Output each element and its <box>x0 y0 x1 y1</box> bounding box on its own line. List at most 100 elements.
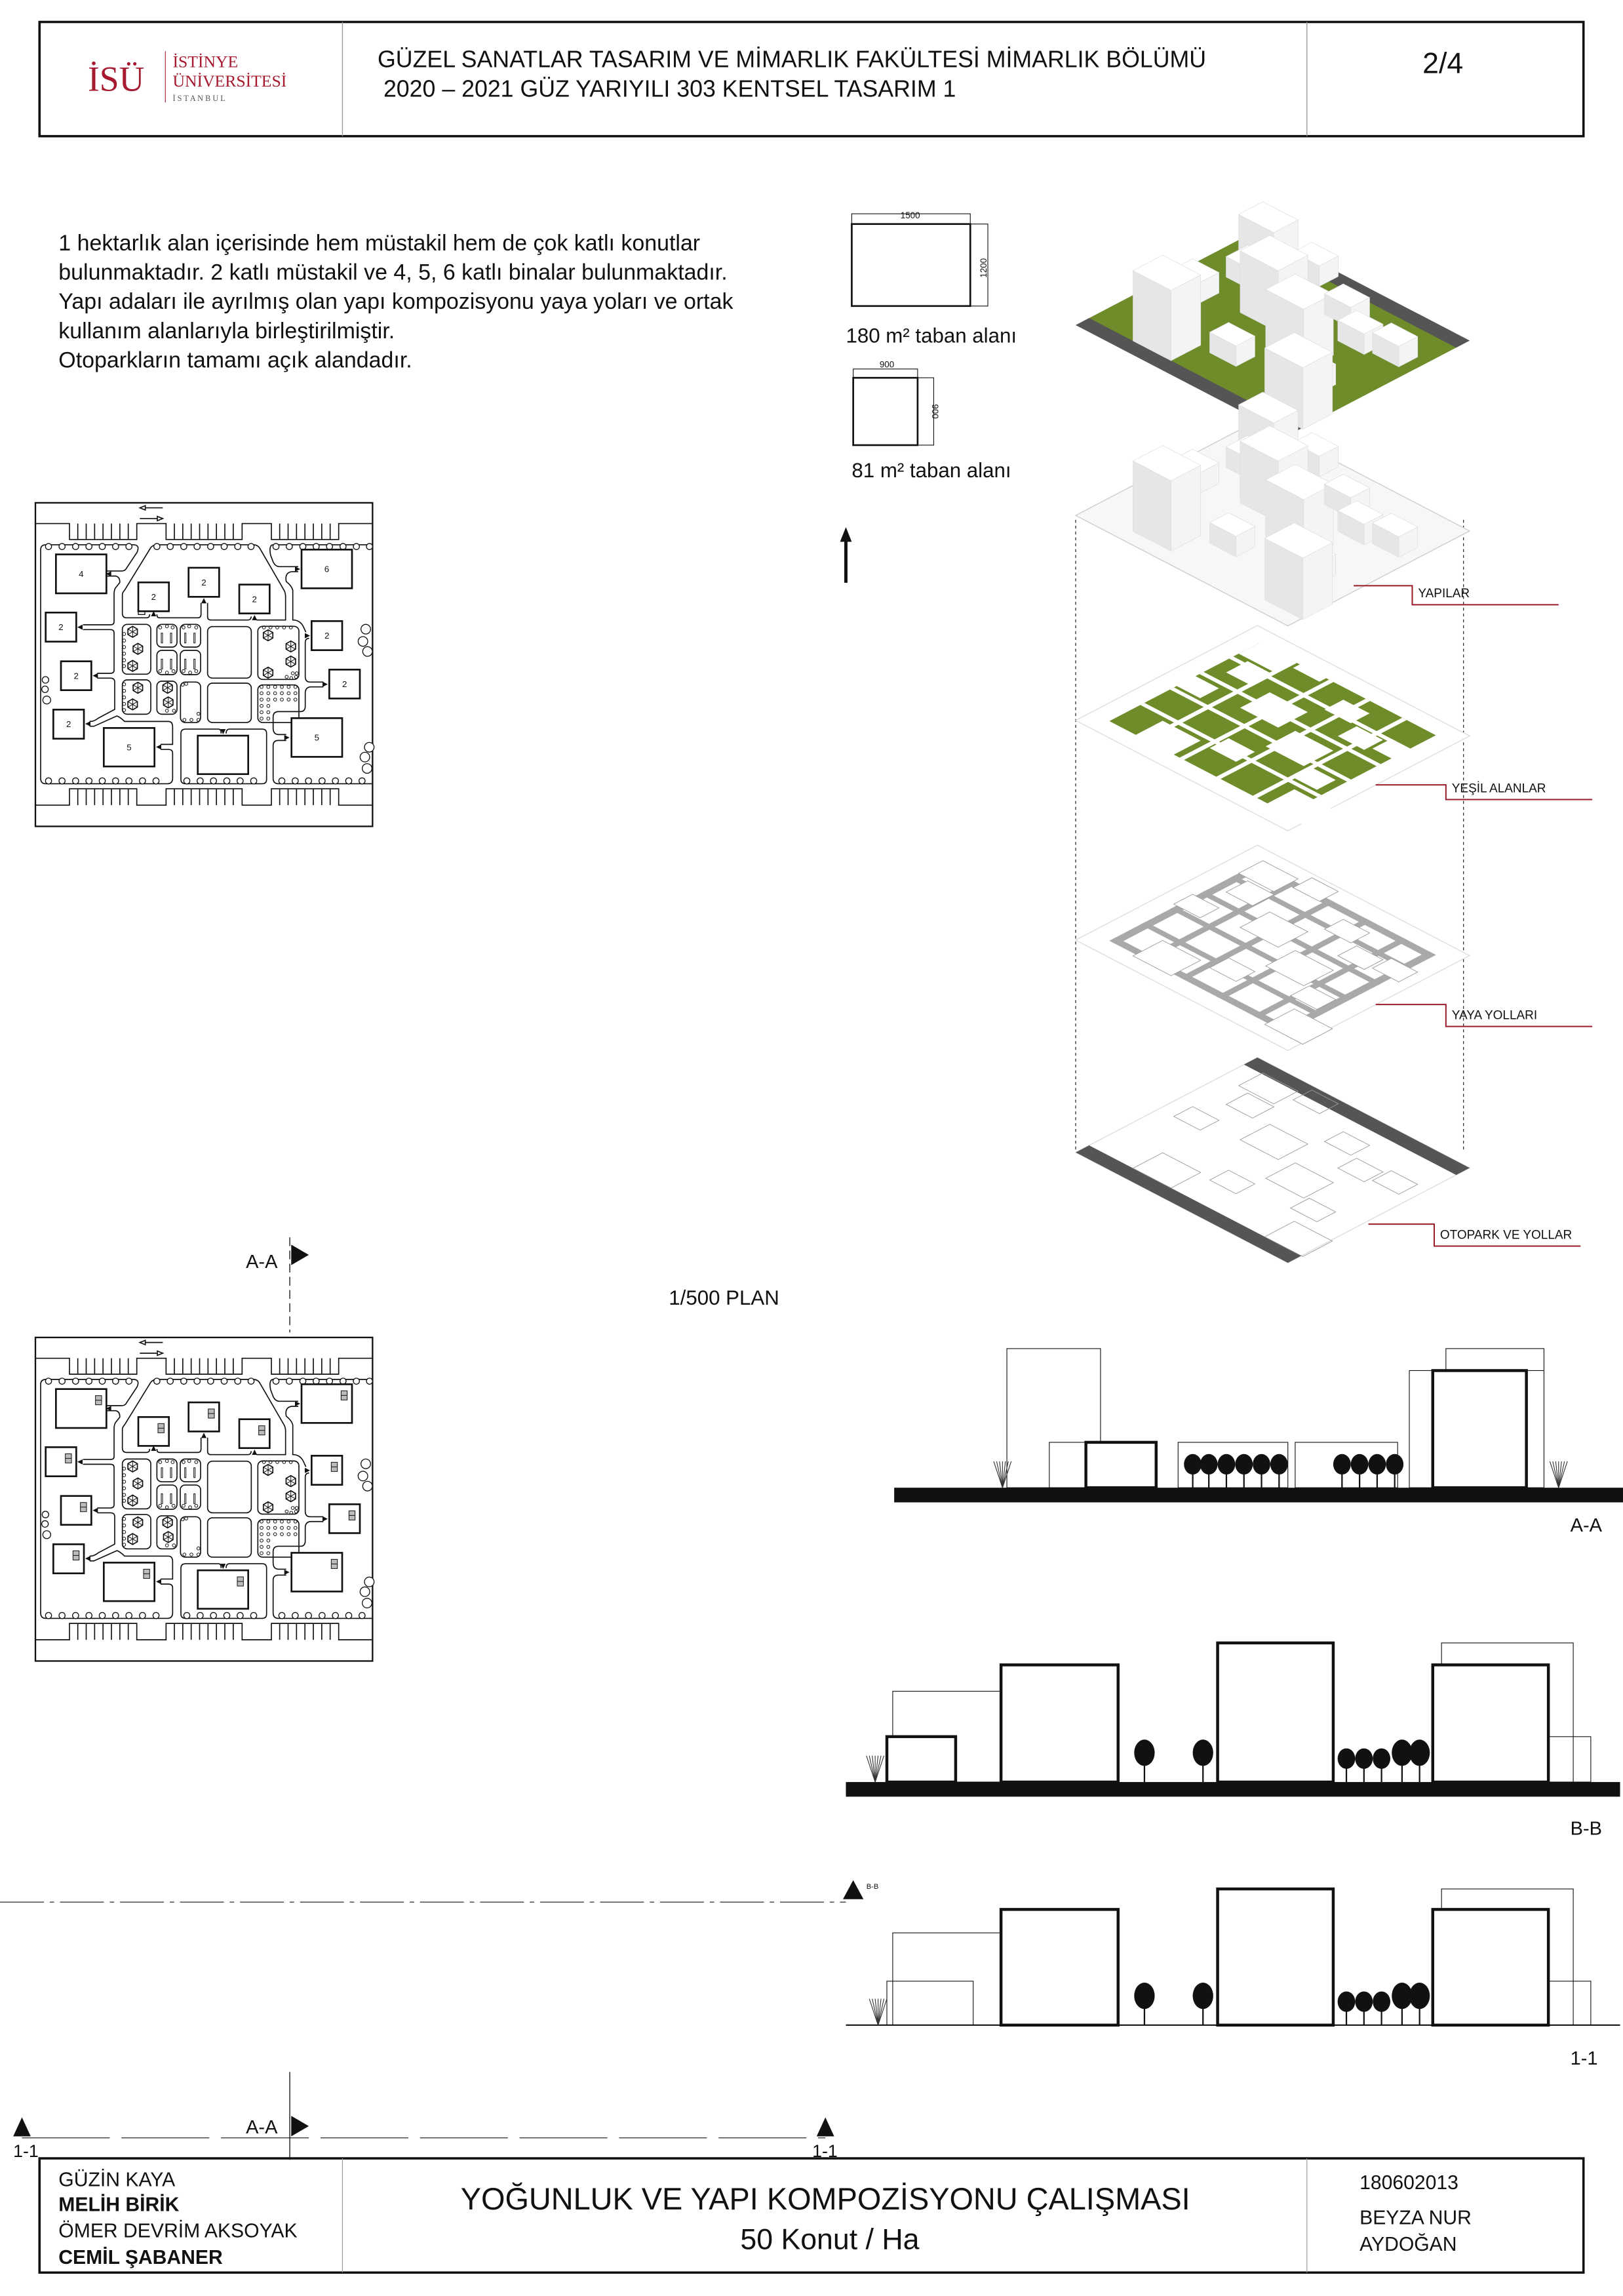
umbrella-table-icon <box>163 1534 174 1541</box>
plaza-tree-icon <box>273 1532 277 1536</box>
plaza-tree-icon <box>273 1519 277 1524</box>
shrub-icon <box>122 639 127 643</box>
instructor-name: GÜZİN KAYA <box>58 2169 176 2190</box>
umbrella-table-icon <box>127 629 138 635</box>
shrub-icon <box>189 718 193 722</box>
tree-icon <box>98 1612 106 1619</box>
pedestrian-path <box>1179 899 1335 981</box>
shrub-icon <box>172 1543 176 1547</box>
building-outline <box>1239 1124 1309 1160</box>
courtyard-block <box>206 1517 252 1558</box>
entrance-arrow-icon <box>305 1467 311 1473</box>
shrub-icon <box>165 1543 169 1547</box>
shrub-icon <box>122 688 127 693</box>
title-block-footer: GÜZİN KAYA MELİH BİRİK ÖMER DEVRİM AKSOY… <box>38 2157 1585 2274</box>
courtyard-block <box>156 650 178 675</box>
plaza-tree-icon <box>286 691 291 696</box>
tree-icon <box>1002 1461 1012 1488</box>
building-outline <box>1371 958 1418 983</box>
path-cutout <box>1253 717 1407 799</box>
pedestrian-path-outline <box>121 544 286 621</box>
building-outline <box>1132 940 1202 976</box>
tree-icon <box>223 777 231 785</box>
shrub-icon <box>158 1503 163 1508</box>
courtyard-block <box>156 623 178 648</box>
tree-icon <box>85 1612 93 1619</box>
building-section <box>1084 1440 1158 1490</box>
umbrella-table-icon <box>127 663 138 669</box>
plaza-tree-icon <box>293 684 298 689</box>
tree-icon <box>305 777 313 785</box>
building-mass <box>1264 332 1333 368</box>
section-title: 1-1 <box>1571 2048 1598 2069</box>
footprint-180: 1500 1200 180 m² taban alanı <box>846 210 1017 347</box>
shrub-icon <box>122 1467 127 1471</box>
tree-icon <box>58 1377 66 1385</box>
entrance-arrow-icon <box>295 1401 301 1407</box>
instructor-name: CEMİL ŞABANER <box>58 2247 223 2268</box>
entrance-arrow-icon <box>92 673 98 679</box>
tree-icon <box>319 777 326 785</box>
plaza-tree-icon <box>286 1526 291 1530</box>
tree-icon <box>878 1998 888 2025</box>
building-outline <box>1337 945 1384 970</box>
footprint-81: 900 900 81 m² taban alanı <box>851 360 1011 483</box>
building-section <box>1431 1663 1550 1784</box>
logo-name-1: İSTİNYE <box>172 52 238 71</box>
courtyard-block <box>156 681 178 715</box>
shrub-icon <box>194 1460 199 1464</box>
shrub-icon <box>275 625 279 629</box>
parking-strip <box>1075 1145 1302 1263</box>
instructor-name: ÖMER DEVRİM AKSOYAK <box>58 2221 297 2242</box>
shrub-icon <box>290 1506 295 1510</box>
entrance-arrow-icon <box>323 681 328 687</box>
entrance-arrow-icon <box>284 735 290 741</box>
tree-icon <box>357 1471 368 1482</box>
tree-icon <box>139 1612 146 1619</box>
entrance-arrow-icon <box>77 624 83 630</box>
logo-mark: İSÜ <box>88 59 144 98</box>
building-outline <box>1173 1106 1220 1131</box>
layer-leader-line <box>1354 585 1559 606</box>
building-mass <box>1372 513 1418 538</box>
shrub-icon <box>122 645 127 649</box>
building-elevation <box>886 1981 974 2026</box>
building-mass <box>1238 201 1299 233</box>
shrub-icon <box>171 1503 176 1508</box>
plaza-tree-icon <box>286 684 291 689</box>
building-outline <box>1173 894 1220 919</box>
tree-icon <box>210 777 218 785</box>
plaza-tree-icon <box>260 1519 264 1524</box>
tree-icon <box>359 777 366 785</box>
entrance-arrow-icon <box>252 1450 258 1455</box>
tree-icon <box>41 1520 49 1528</box>
pedestrian-path-outline <box>269 1379 373 1619</box>
university-logo: İSÜ İSTİNYE ÜNİVERSİTESİ İ S T A N B U L <box>88 51 286 103</box>
plaza-tree-icon <box>293 1519 298 1524</box>
tree-icon <box>223 1612 231 1619</box>
section-arrow-icon <box>13 2117 31 2137</box>
road-edge-bottom <box>35 788 373 806</box>
tree-icon <box>272 543 280 550</box>
project-title: YOĞUNLUK VE YAPI KOMPOZİSYONU ÇALIŞMASI <box>461 2182 1190 2216</box>
layer-label: YAPILAR <box>1418 587 1470 601</box>
tree-icon <box>1555 1461 1559 1488</box>
plaza-tree-icon <box>266 703 271 708</box>
plaza-tree-icon <box>280 691 284 696</box>
shrub-icon <box>122 658 127 662</box>
tree-icon <box>278 1612 286 1619</box>
building-outline <box>1225 880 1275 907</box>
courtyard-block <box>180 1516 201 1558</box>
building-mass <box>1292 432 1339 457</box>
building-outline <box>1289 985 1337 1010</box>
section-label-aa: A-A <box>246 2117 278 2138</box>
building-outline <box>1371 1170 1418 1195</box>
tree-icon <box>98 777 106 785</box>
building-section <box>999 1908 1120 2027</box>
shrub-icon <box>289 1511 294 1515</box>
plan-scale-label: 1/500 PLAN <box>669 1286 779 1309</box>
building-outline <box>1132 1152 1202 1189</box>
tree-icon <box>361 1458 372 1469</box>
shrub-icon <box>122 1499 127 1503</box>
building-outline <box>1209 1170 1256 1195</box>
